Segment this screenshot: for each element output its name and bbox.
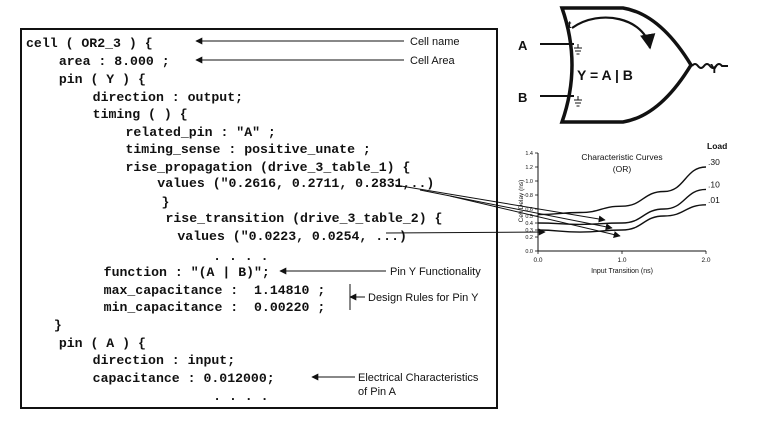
- liberty-code-box: [20, 28, 498, 409]
- code-line: capacitance : 0.012000;: [61, 371, 275, 386]
- chart-x-axis-label: Input Transition (ns): [591, 268, 653, 275]
- chart-legend-label: .01: [708, 195, 720, 205]
- chart-title-line1: Characteristic Curves: [581, 152, 662, 162]
- or-gate-symbol: t A B Y Y = A | B: [518, 6, 728, 124]
- chart-legend-label: .10: [708, 179, 720, 189]
- or-gate-body: [559, 6, 694, 124]
- chart-x-tick-label: 1.0: [617, 257, 626, 264]
- input-b-ground-icon: [574, 96, 582, 107]
- annotation-electrical-line2: of Pin A: [358, 386, 396, 398]
- chart-x-tick-label: 2.0: [701, 257, 710, 264]
- code-line: pin ( A ) {: [43, 336, 146, 351]
- code-line: related_pin : "A" ;: [78, 125, 276, 140]
- chart-title-line2: (OR): [613, 164, 632, 174]
- timing-arc-label: t: [568, 20, 572, 31]
- code-line: rise_transition (drive_3_table_2) {: [118, 211, 443, 226]
- chart-y-tick-label: 0.0: [525, 249, 533, 255]
- chart-series-line-01: [537, 204, 707, 233]
- chart-series-lines: [537, 166, 707, 233]
- chart-legend: .30 .10 .01: [708, 157, 720, 205]
- gate-equation: Y = A | B: [577, 67, 633, 83]
- chart-y-tick-label: 1.2: [525, 165, 533, 171]
- code-line: pin ( Y ) {: [43, 72, 146, 87]
- pointer-transition-to-curves: [385, 228, 546, 236]
- annotation-cell-area: Cell Area: [410, 55, 455, 67]
- code-line: area : 8.000 ;: [43, 54, 170, 69]
- chart-load-header: Load: [707, 141, 727, 151]
- annotation-electrical-line1: Electrical Characteristics: [358, 372, 479, 384]
- chart-y-tick-label: 1.4: [525, 151, 533, 157]
- code-line: direction : input;: [61, 353, 236, 368]
- annotation-pin-y-functionality: Pin Y Functionality: [390, 266, 481, 278]
- chart-x-tick-label: 0.0: [533, 257, 542, 264]
- pointer-values-to-load-10: [419, 189, 613, 231]
- code-line: cell ( OR2_3 ) {: [26, 36, 153, 51]
- chart-y-tick-label: 1.0: [525, 179, 533, 185]
- chart-y-tick-label: 0.8: [525, 193, 533, 199]
- chart-y-tick-label: 0.3: [525, 228, 533, 234]
- timing-arc: [571, 16, 656, 50]
- annotation-cell-name: Cell name: [410, 36, 460, 48]
- characteristic-chart: Characteristic Curves (OR) Load Cell Del…: [518, 141, 727, 275]
- chart-ticks: 0.0 0.20.30.40.50.6 0.8 1.0 1.2 1.4 0.0 1.0 2.0: [525, 151, 711, 264]
- annotation-arrows: [195, 37, 621, 381]
- code-line: values ("0.2616, 0.2711, 0.2831,..): [94, 176, 435, 191]
- chart-y-tick-label: 0.5: [525, 214, 533, 220]
- chart-series-line-30: [537, 166, 707, 216]
- output-wire: [691, 63, 728, 69]
- chart-series-line-10: [537, 188, 707, 226]
- code-line: min_capacitance : 0.00220 ;: [72, 300, 326, 315]
- pointer-values-to-load-30: [394, 184, 606, 223]
- input-a-ground-icon: [574, 44, 582, 55]
- code-line: }: [114, 195, 170, 210]
- code-line: direction : output;: [61, 90, 244, 105]
- code-line: timing_sense : positive_unate ;: [78, 142, 371, 157]
- code-line: rise_propagation (drive_3_table_1) {: [78, 160, 411, 175]
- code-line: max_capacitance : 1.14810 ;: [72, 283, 326, 298]
- annotation-design-rules: Design Rules for Pin Y: [368, 292, 479, 304]
- code-line: timing ( ) {: [61, 107, 188, 122]
- code-line: values ("0.0223, 0.0254, ...): [122, 229, 407, 244]
- chart-legend-label: .30: [708, 157, 720, 167]
- chart-y-tick-label: 0.4: [525, 221, 533, 227]
- chart-y-tick-label: 0.6: [525, 207, 533, 213]
- gate-input-b-label: B: [518, 90, 527, 105]
- code-line: }: [38, 318, 62, 333]
- chart-y-tick-label: 0.2: [525, 235, 533, 241]
- gate-input-a-label: A: [518, 38, 528, 53]
- gate-output-y-label: Y: [710, 61, 719, 76]
- code-line: function : "(A | B)";: [72, 265, 270, 280]
- code-line: . . . .: [134, 249, 269, 264]
- chart-y-axis-label: Cell Delay (ns): [518, 180, 525, 223]
- code-line: . . . .: [134, 389, 269, 404]
